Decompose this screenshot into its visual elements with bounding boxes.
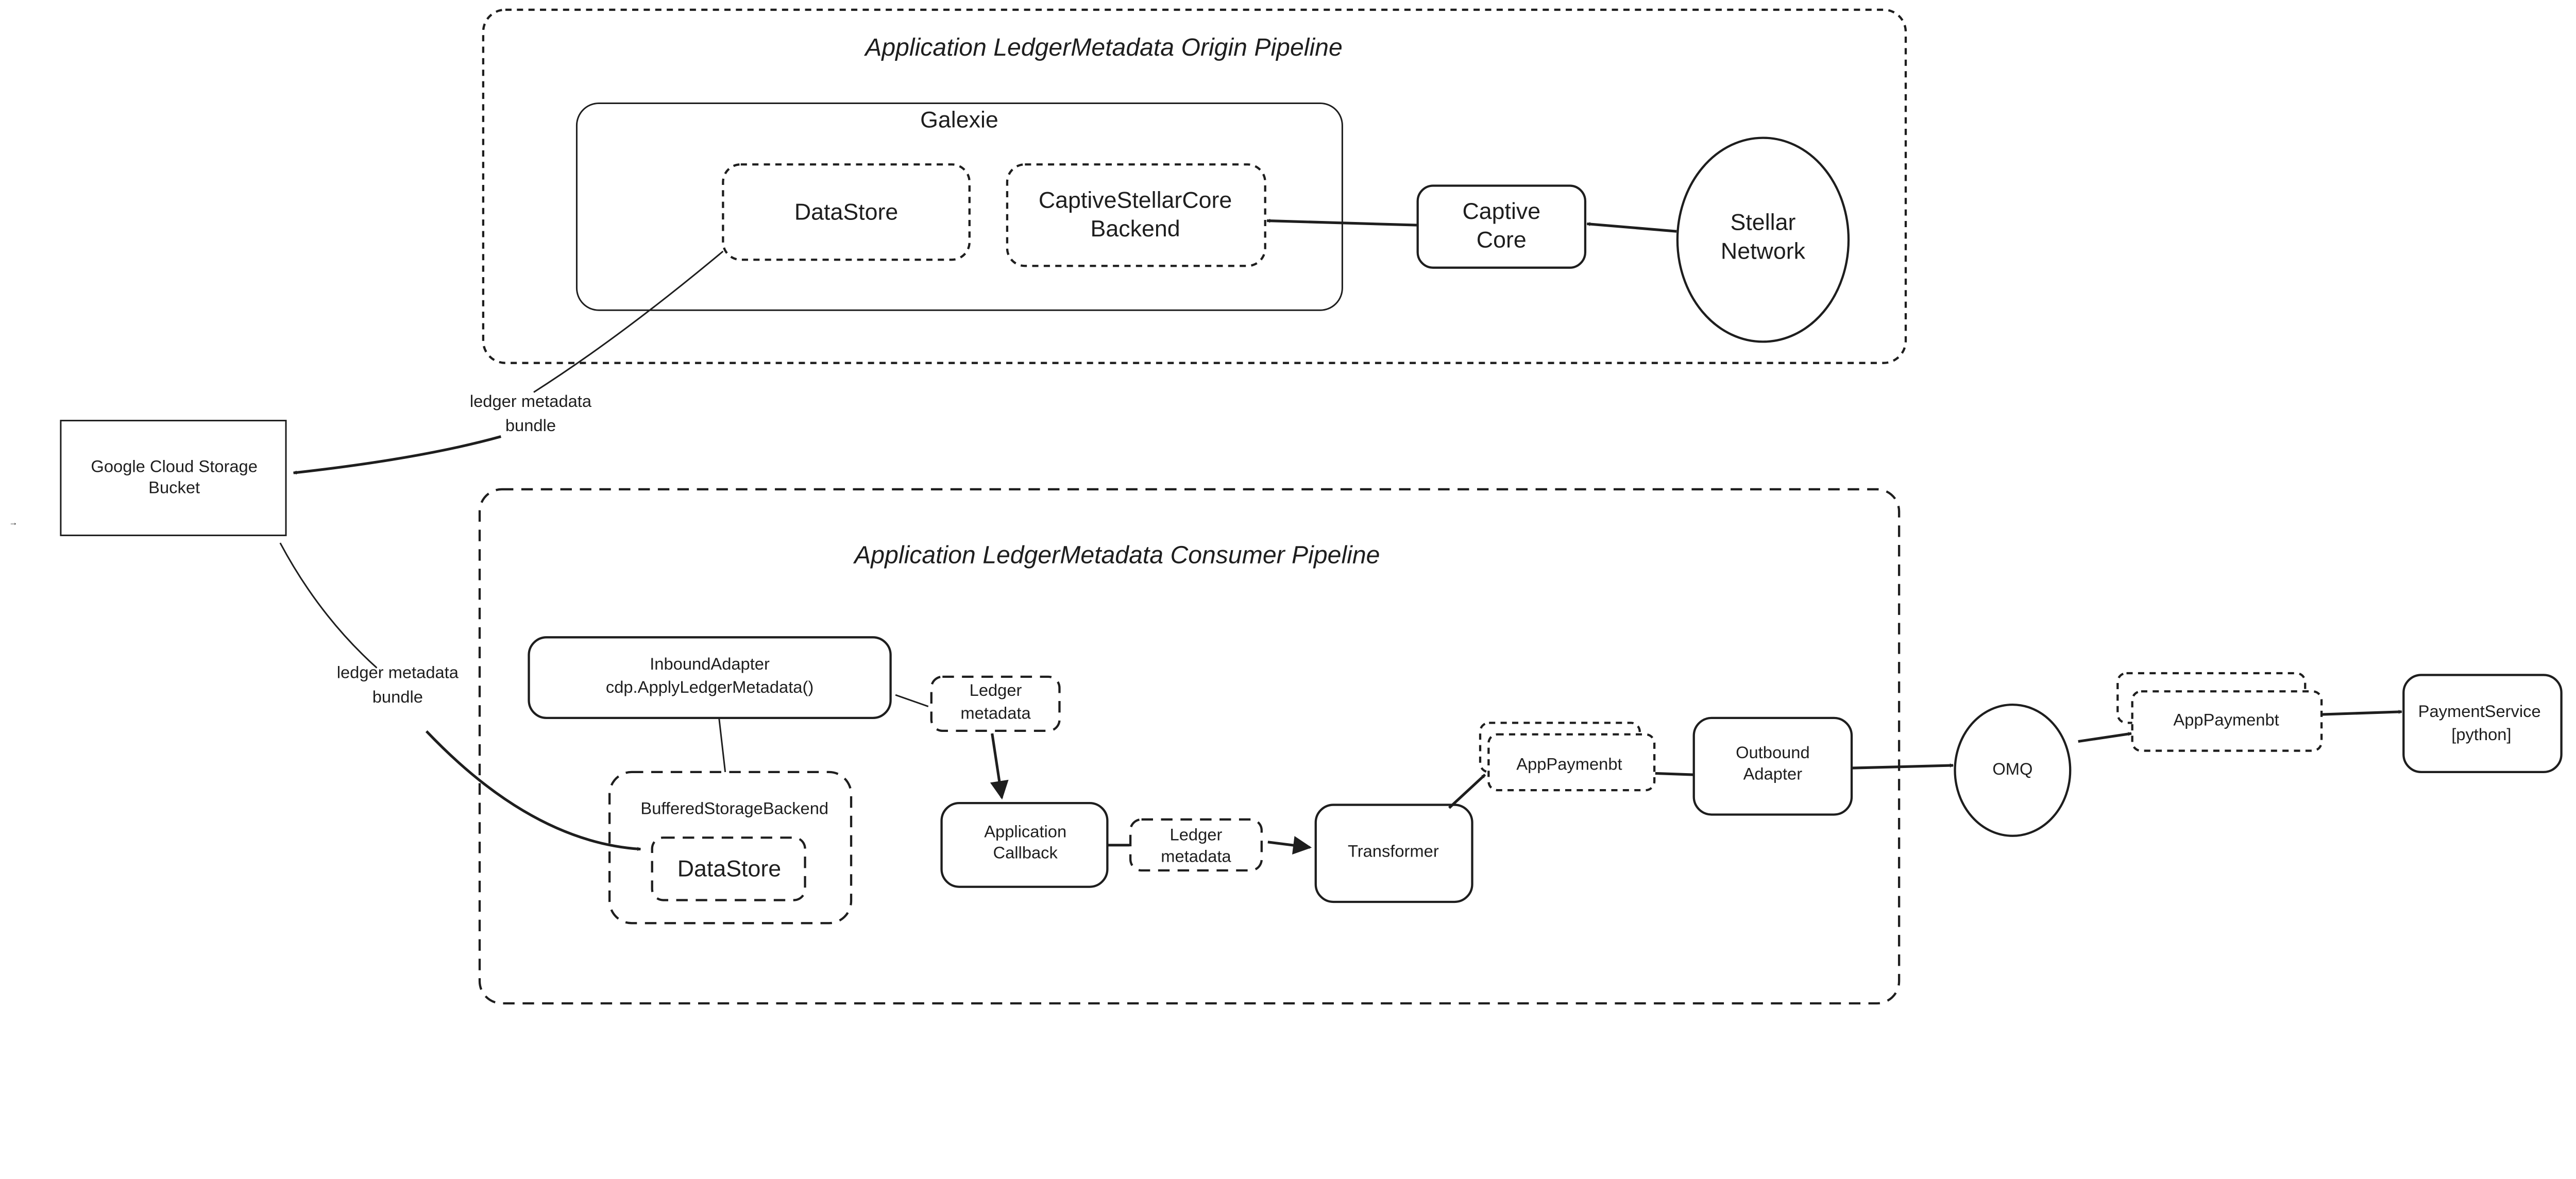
transformer-node[interactable]: Transformer (1314, 804, 1473, 903)
app-payment-to-payment-service-arrow (2322, 710, 2402, 716)
stellar-to-captive-core-arrow (1586, 222, 1677, 233)
consumer-pipeline-group[interactable]: Application LedgerMetadata Consumer Pipe… (478, 488, 1901, 1005)
backend-label-line2: Backend (1091, 216, 1180, 242)
captive-core-line2: Core (1477, 227, 1527, 253)
transformer-to-app-payment-arrow (1448, 774, 1486, 809)
transformer-label: Transformer (1348, 841, 1439, 860)
outbound-to-omq-arrow (1851, 763, 1954, 770)
datastore-to-label-line (533, 250, 724, 393)
omq-label: OMQ (1992, 759, 2032, 778)
origin-pipeline-title: Application LedgerMetadata Origin Pipeli… (863, 33, 1343, 61)
payment-service-line2: [python] (2451, 725, 2511, 744)
payment-service-line1: PaymentService (2418, 702, 2541, 721)
captive-core-node[interactable]: Captive Core (1416, 184, 1587, 269)
gcs-line2: Bucket (148, 478, 200, 497)
app-payment-1-node[interactable]: AppPaymenbt (1479, 722, 1656, 792)
app-payment-to-outbound-line (1655, 772, 1693, 776)
ledger-metadata-1-node[interactable]: Ledger metadata (930, 675, 1061, 732)
outbound-adapter-line1: Outbound (1736, 743, 1810, 762)
galexie-datastore-node[interactable]: DataStore (722, 163, 971, 261)
bundle-to-gcs-arrow (293, 435, 501, 475)
app-payment-2-node[interactable]: AppPaymenbt (2116, 672, 2323, 752)
buffered-backend-label: BufferedStorageBackend (640, 799, 828, 818)
bundle-to-buffered-datastore-arrow (425, 730, 641, 851)
backend-label-line1: CaptiveStellarCore (1039, 187, 1232, 213)
upload-label-line1: ledger metadata (470, 391, 592, 411)
buffered-storage-backend-node[interactable]: BufferedStorageBackend DataStore (608, 771, 853, 925)
consumer-pipeline-title: Application LedgerMetadata Consumer Pipe… (853, 541, 1380, 569)
galexie-label: Galexie (920, 107, 998, 133)
ledger-metadata-1-line1: Ledger (970, 680, 1022, 699)
consumer-pipeline-container[interactable] (478, 488, 1901, 1005)
ledger-metadata-2-line1: Ledger (1170, 825, 1223, 844)
ledger-metadata-2-node[interactable]: Ledger metadata (1129, 818, 1263, 872)
app-payment-2-label: AppPaymenbt (2173, 710, 2279, 729)
ledger-metadata-to-callback-arrow (990, 733, 1009, 800)
download-label-line1: ledger metadata (337, 662, 459, 681)
gcs-to-label-line (279, 542, 378, 669)
origin-pipeline-container[interactable] (482, 8, 1907, 364)
captive-stellar-core-backend-node[interactable]: CaptiveStellarCore Backend (1006, 163, 1266, 267)
stellar-network-line1: Stellar (1731, 209, 1796, 235)
application-callback-line2: Callback (993, 843, 1058, 862)
ledger-metadata-1-line2: metadata (960, 704, 1031, 723)
omq-node[interactable]: OMQ (1954, 703, 2072, 837)
payment-service-node[interactable]: PaymentService [python] (2402, 674, 2563, 774)
application-callback-line1: Application (984, 822, 1066, 841)
outbound-adapter-node[interactable]: Outbound Adapter (1692, 716, 1853, 816)
upload-label-line2: bundle (505, 416, 556, 435)
galexie-container[interactable] (575, 102, 1343, 311)
gcs-bucket-node[interactable]: Google Cloud Storage Bucket (60, 420, 287, 536)
inbound-adapter-line1: InboundAdapter (650, 654, 770, 673)
inbound-to-ledger-metadata-line (895, 694, 929, 707)
stellar-network-line2: Network (1721, 238, 1806, 264)
omq-to-app-payment-arrow (2078, 732, 2132, 743)
stray-arrow-icon: → (9, 517, 18, 527)
captive-core-line1: Captive (1462, 198, 1540, 224)
inbound-to-buffered-line (718, 717, 726, 773)
ledger-metadata-to-transformer-arrow (1267, 836, 1312, 855)
stellar-network-node[interactable]: Stellar Network (1676, 136, 1850, 343)
galexie-datastore-label: DataStore (794, 199, 898, 225)
application-callback-node[interactable]: Application Callback (940, 801, 1109, 888)
captive-core-to-backend-arrow (1266, 218, 1417, 227)
outbound-adapter-line2: Adapter (1743, 764, 1803, 783)
app-payment-1-label: AppPaymenbt (1516, 755, 1622, 774)
inbound-adapter-node[interactable]: InboundAdapter cdp.ApplyLedgerMetadata() (528, 636, 892, 720)
inbound-adapter-line2: cdp.ApplyLedgerMetadata() (606, 677, 814, 696)
download-label-line2: bundle (372, 687, 423, 706)
buffered-datastore-node[interactable]: DataStore (651, 836, 806, 901)
buffered-datastore-label: DataStore (677, 856, 781, 882)
gcs-line1: Google Cloud Storage (91, 456, 257, 475)
architecture-diagram: Application LedgerMetadata Origin Pipeli… (9, 8, 2563, 1005)
ledger-metadata-2-line2: metadata (1161, 847, 1231, 866)
origin-pipeline-group[interactable]: Application LedgerMetadata Origin Pipeli… (482, 8, 1907, 364)
